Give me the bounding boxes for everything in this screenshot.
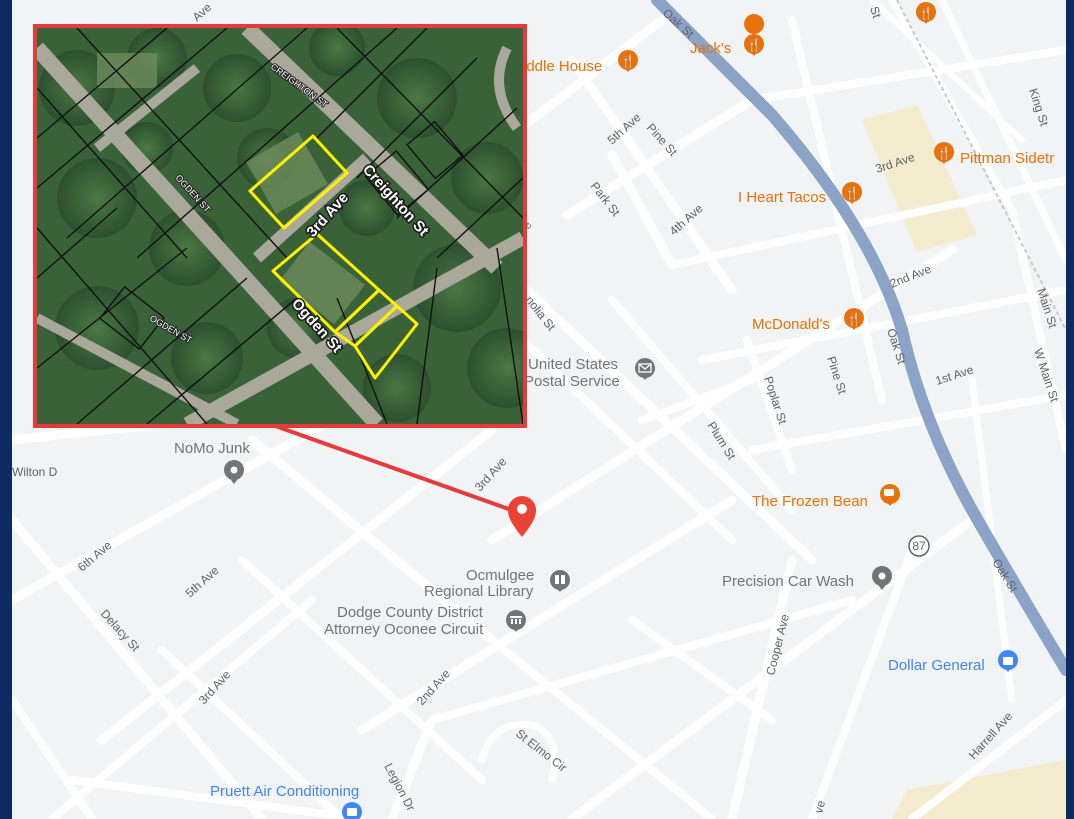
svg-text:🍴: 🍴	[937, 146, 952, 160]
poi-i-heart-tacos[interactable]: I Heart Tacos 🍴	[738, 182, 862, 206]
svg-text:Ocmulgee: Ocmulgee	[466, 567, 534, 584]
restaurant-icon	[744, 14, 765, 34]
poi-pittman[interactable]: 🍴 Pittman Sidetr	[934, 142, 1054, 167]
satellite-view: Creighton St 3rd Ave Ogden St OGDEN ST C…	[37, 28, 523, 424]
restaurant-icon	[844, 308, 864, 328]
svg-text:The Frozen Bean: The Frozen Bean	[752, 493, 868, 510]
street-label-5th-ave-low: 5th Ave	[183, 563, 222, 600]
poi-nomo-junk[interactable]: NoMo Junk	[174, 440, 250, 484]
poi-usps[interactable]: United States Postal Service	[524, 356, 655, 390]
callout-connector	[266, 421, 518, 514]
commercial-area	[862, 105, 977, 252]
satellite-roads	[37, 28, 523, 424]
highlighted-parcels	[248, 134, 419, 380]
svg-text:🍴: 🍴	[847, 312, 862, 326]
map-frame: Oak St Oak St Oak St 5th Ave Pine St 4th…	[12, 0, 1066, 819]
svg-text:Attorney Oconee Circuit: Attorney Oconee Circuit	[324, 621, 484, 638]
route-87-shield: 87	[908, 535, 930, 557]
svg-text:Dollar General: Dollar General	[888, 657, 985, 674]
svg-text:🍴: 🍴	[747, 38, 762, 52]
poi-dollar-general[interactable]: Dollar General	[888, 650, 1018, 674]
clearings	[97, 53, 365, 325]
mail-icon	[635, 358, 655, 378]
satellite-inset: Creighton St 3rd Ave Ogden St OGDEN ST C…	[33, 24, 527, 428]
restaurant-icon	[934, 142, 954, 162]
parcel-lines	[37, 28, 523, 424]
svg-text:87: 87	[912, 539, 926, 553]
railroad	[896, 0, 1066, 331]
svg-text:Regional Library: Regional Library	[424, 583, 534, 600]
street-label-wilton: Wilton D	[12, 465, 58, 479]
svg-text:Dodge County District: Dodge County District	[337, 604, 484, 621]
street-label-2nd-ave-low: 2nd Ave	[414, 666, 453, 708]
street-label-6th-ave: 6th Ave	[75, 538, 115, 575]
street-label-w-main: W Main St	[1031, 347, 1062, 405]
oak-st-highway[interactable]	[651, 0, 1066, 676]
poi-library[interactable]: Ocmulgee Regional Library	[424, 567, 570, 600]
parcel-south-end	[353, 304, 419, 380]
street-label-3rd-ave-mid: 3rd Ave	[472, 454, 510, 494]
poi-car-wash[interactable]: Precision Car Wash	[722, 566, 892, 590]
street-label-king: King St	[1026, 87, 1051, 129]
svg-text:United States: United States	[528, 356, 618, 373]
svg-text:Pruett Air Conditioning: Pruett Air Conditioning	[210, 783, 359, 800]
svg-text:McDonald's: McDonald's	[752, 316, 830, 333]
svg-text:Jack's: Jack's	[690, 40, 731, 57]
svg-text:NoMo Junk: NoMo Junk	[174, 440, 250, 457]
svg-text:🍴: 🍴	[845, 186, 860, 200]
svg-text:Precision Car Wash: Precision Car Wash	[722, 573, 854, 590]
poi-frozen-bean[interactable]: The Frozen Bean	[752, 484, 900, 510]
street-label-oak-top: Oak St	[660, 6, 697, 41]
restaurant-icon	[916, 2, 936, 22]
poi-district-attorney[interactable]: Dodge County District Attorney Oconee Ci…	[324, 604, 526, 638]
restaurant-icon	[618, 50, 638, 70]
parcel-north	[248, 134, 349, 230]
street-label-bottom: ve	[811, 799, 828, 815]
poi-saddle-house[interactable]: addle House 🍴	[518, 50, 638, 75]
svg-text:Pittman Sidetr: Pittman Sidetr	[960, 150, 1054, 167]
svg-text:🍴: 🍴	[621, 54, 636, 68]
street-label-pine-mid: Pine St	[824, 355, 849, 397]
poi-pruett[interactable]: Pruett Air Conditioning	[210, 783, 362, 819]
svg-text:Postal Service: Postal Service	[524, 373, 620, 390]
poi-top-restaurant[interactable]: 🍴	[916, 2, 936, 24]
poi-jacks[interactable]: Jack's 🍴	[690, 14, 765, 57]
restaurant-icon	[842, 182, 862, 202]
street-label-top-ave: Ave	[190, 0, 215, 24]
street-label-2nd-ave-top: 2nd Ave	[888, 262, 934, 291]
location-pin-icon[interactable]	[508, 496, 536, 537]
svg-text:I Heart Tacos: I Heart Tacos	[738, 189, 826, 206]
svg-text:🍴: 🍴	[919, 6, 934, 20]
street-label-top-st: St	[867, 5, 884, 21]
poi-mcdonalds[interactable]: McDonald's 🍴	[752, 308, 864, 333]
svg-text:addle House: addle House	[518, 58, 602, 75]
